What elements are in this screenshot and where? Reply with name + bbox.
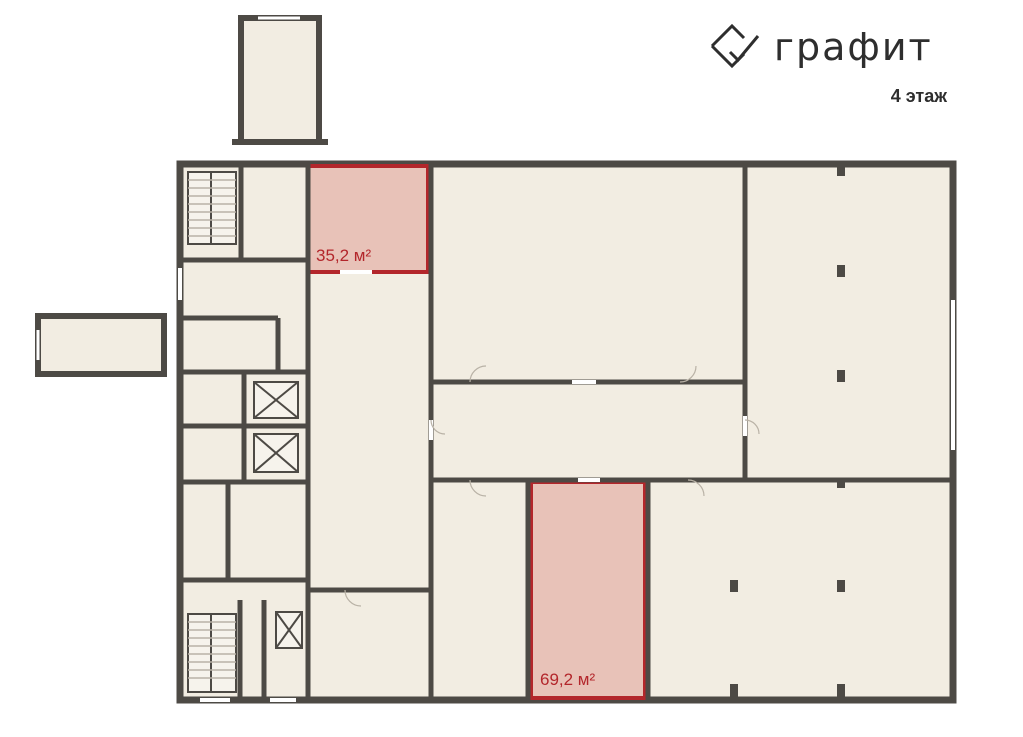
highlighted-room-35-2 (306, 164, 430, 274)
annex-top (238, 15, 322, 145)
highlighted-room-69-2 (529, 480, 647, 700)
floor-label: 4 этаж (890, 86, 947, 106)
brand-logo: графит (708, 22, 933, 72)
brand-name: графит (774, 25, 933, 69)
area-label-69-2[interactable]: 69,2 м² (540, 670, 596, 689)
elevator-shafts (253, 381, 303, 649)
stair-top-left (187, 171, 237, 245)
area-label-35-2[interactable]: 35,2 м² (316, 246, 372, 265)
plan-walls-group (35, 15, 957, 704)
stair-bottom-left (187, 613, 237, 693)
diamond-check-icon (710, 23, 760, 69)
annex-left (35, 313, 167, 377)
